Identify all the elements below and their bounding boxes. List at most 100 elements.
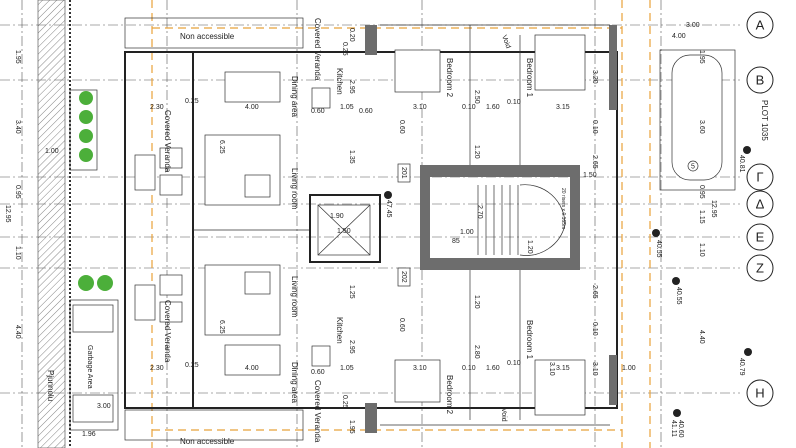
svg-text:0.60: 0.60 <box>311 369 325 376</box>
svg-text:2.70: 2.70 <box>476 205 483 219</box>
svg-text:A: A <box>756 18 765 33</box>
svg-text:2.50: 2.50 <box>473 90 480 104</box>
label-garbage-area: Garbage Area <box>86 345 93 389</box>
svg-text:H: H <box>755 386 764 401</box>
axis-bubble-b <box>746 66 774 94</box>
svg-text:1.05: 1.05 <box>340 365 354 372</box>
car-icon <box>671 54 723 181</box>
svg-text:1.20: 1.20 <box>526 240 533 254</box>
svg-text:3.10: 3.10 <box>591 362 598 376</box>
svg-text:2.80: 2.80 <box>473 345 480 359</box>
label-kitchen: Kitchen <box>335 317 344 344</box>
level-markers: 40.81 40.55 40.55 40.79 40.60 41.11 47.4… <box>384 146 752 438</box>
label-bedroom-1: Bedroom 1 <box>525 320 534 360</box>
label-void: Void <box>500 34 511 49</box>
label-bedroom-2: Bedroom 2 <box>445 58 454 98</box>
label-void: Void <box>500 408 507 422</box>
building-walls <box>124 17 618 441</box>
svg-text:3.10: 3.10 <box>413 104 427 111</box>
parking-space <box>659 49 736 191</box>
svg-text:40.81: 40.81 <box>738 155 745 173</box>
svg-text:0.95: 0.95 <box>698 185 705 199</box>
svg-text:1.00: 1.00 <box>460 229 474 236</box>
svg-text:3.00: 3.00 <box>97 403 111 410</box>
svg-text:1.90: 1.90 <box>330 213 344 220</box>
svg-text:1.96: 1.96 <box>82 431 96 438</box>
axis-bubble-a <box>746 11 774 39</box>
svg-text:0.60: 0.60 <box>398 318 405 332</box>
svg-text:0.60: 0.60 <box>398 120 405 134</box>
svg-text:1.60: 1.60 <box>486 104 500 111</box>
label-covered-veranda: Covered Veranda <box>163 300 172 363</box>
svg-text:1.95: 1.95 <box>348 420 355 434</box>
label-covered-veranda: Covered Veranda <box>313 18 322 81</box>
axis-bubble-z <box>746 254 774 282</box>
svg-text:1.10: 1.10 <box>14 246 21 260</box>
svg-text:3.10: 3.10 <box>413 365 427 372</box>
svg-text:2.65: 2.65 <box>591 155 598 169</box>
svg-text:1.00: 1.00 <box>45 148 59 155</box>
svg-text:B: B <box>756 73 765 88</box>
svg-text:0.20: 0.20 <box>348 28 355 42</box>
svg-text:6.25: 6.25 <box>218 320 225 334</box>
parking-number: 5 <box>691 164 695 171</box>
svg-text:1.00: 1.00 <box>622 365 636 372</box>
label-bedroom-2: Bedroom 2 <box>445 375 454 415</box>
svg-text:2.95: 2.95 <box>348 80 355 94</box>
grid-axis-bubbles: A B Γ Δ E Z H <box>746 11 774 407</box>
label-living-room: Living room <box>290 276 299 318</box>
garbage-area <box>69 299 119 431</box>
svg-text:2.65: 2.65 <box>591 285 598 299</box>
svg-text:1.05: 1.05 <box>340 104 354 111</box>
svg-text:4.00: 4.00 <box>245 104 259 111</box>
label-living-room: Living room <box>290 168 299 210</box>
plant-icons <box>78 91 113 291</box>
svg-text:3.15: 3.15 <box>556 365 570 372</box>
svg-text:0.10: 0.10 <box>507 360 521 367</box>
svg-text:85: 85 <box>452 238 460 245</box>
svg-text:4.40: 4.40 <box>14 325 21 339</box>
svg-text:40.60: 40.60 <box>677 420 684 438</box>
svg-text:0.10: 0.10 <box>462 104 476 111</box>
svg-text:40.79: 40.79 <box>738 358 745 376</box>
svg-text:0.25: 0.25 <box>341 42 348 56</box>
label-non-accessible: Non accessible <box>180 437 235 446</box>
svg-text:Γ: Γ <box>756 170 763 185</box>
svg-text:0.10: 0.10 <box>591 120 598 134</box>
svg-text:0.10: 0.10 <box>591 322 598 336</box>
svg-text:0.10: 0.10 <box>462 365 476 372</box>
label-pavement: Pjunnolu <box>46 370 55 401</box>
svg-text:41.11: 41.11 <box>670 420 677 437</box>
svg-text:3.20: 3.20 <box>591 70 598 84</box>
axis-bubble-h <box>746 379 774 407</box>
svg-text:1.95: 1.95 <box>14 50 21 64</box>
svg-text:1.60: 1.60 <box>486 365 500 372</box>
svg-text:0.25: 0.25 <box>185 362 199 369</box>
svg-text:4.40: 4.40 <box>698 330 705 344</box>
label-dining-area: Dining area <box>290 362 299 403</box>
svg-text:2.30: 2.30 <box>150 365 164 372</box>
svg-text:0.10: 0.10 <box>507 99 521 106</box>
svg-text:0.95: 0.95 <box>14 185 21 199</box>
apartment-number-201: 201 <box>400 167 407 179</box>
svg-text:Δ: Δ <box>756 197 765 212</box>
svg-text:1.20: 1.20 <box>473 145 480 159</box>
apartment-number-202: 202 <box>400 271 407 283</box>
label-kitchen: Kitchen <box>335 68 344 95</box>
orange-boundary-lines <box>151 0 651 448</box>
svg-text:40.55: 40.55 <box>675 287 682 305</box>
label-bedroom-1: Bedroom 1 <box>525 58 534 98</box>
svg-text:47.45: 47.45 <box>385 200 392 218</box>
svg-text:12.95: 12.95 <box>710 200 717 218</box>
label-dining-area: Dining area <box>290 76 299 117</box>
svg-text:1.35: 1.35 <box>348 150 355 164</box>
svg-text:3.00: 3.00 <box>686 22 700 29</box>
furniture <box>134 34 586 416</box>
svg-text:0.60: 0.60 <box>359 108 373 115</box>
svg-text:3.10: 3.10 <box>548 362 555 376</box>
pavement-hatch <box>37 0 66 448</box>
label-plot: PLOT 1035 <box>760 100 769 141</box>
label-non-accessible: Non accessible <box>180 32 235 41</box>
stair-note: 20 risers x 0.165m <box>560 188 566 229</box>
